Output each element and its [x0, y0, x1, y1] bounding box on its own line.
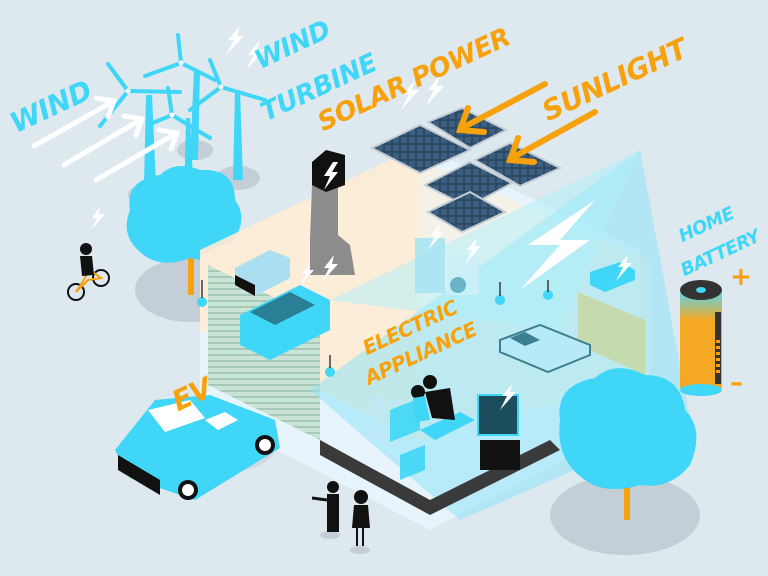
- minus-icon: –: [730, 368, 743, 398]
- couple: [311, 481, 370, 554]
- tree-left: [126, 166, 242, 295]
- tree-right: [559, 368, 697, 520]
- plus-icon: +: [730, 262, 752, 292]
- lightning-bolt-icon: [520, 200, 595, 290]
- sunlight-arrows: [455, 81, 598, 165]
- home-battery: [680, 280, 722, 396]
- appliances: [197, 238, 645, 480]
- cyclist: [67, 243, 110, 301]
- wind-turbines: [98, 33, 267, 200]
- family-on-sofa: [411, 375, 455, 422]
- ev-car: [115, 395, 280, 500]
- wind-arrows: [31, 95, 181, 183]
- power-unit: [235, 150, 355, 360]
